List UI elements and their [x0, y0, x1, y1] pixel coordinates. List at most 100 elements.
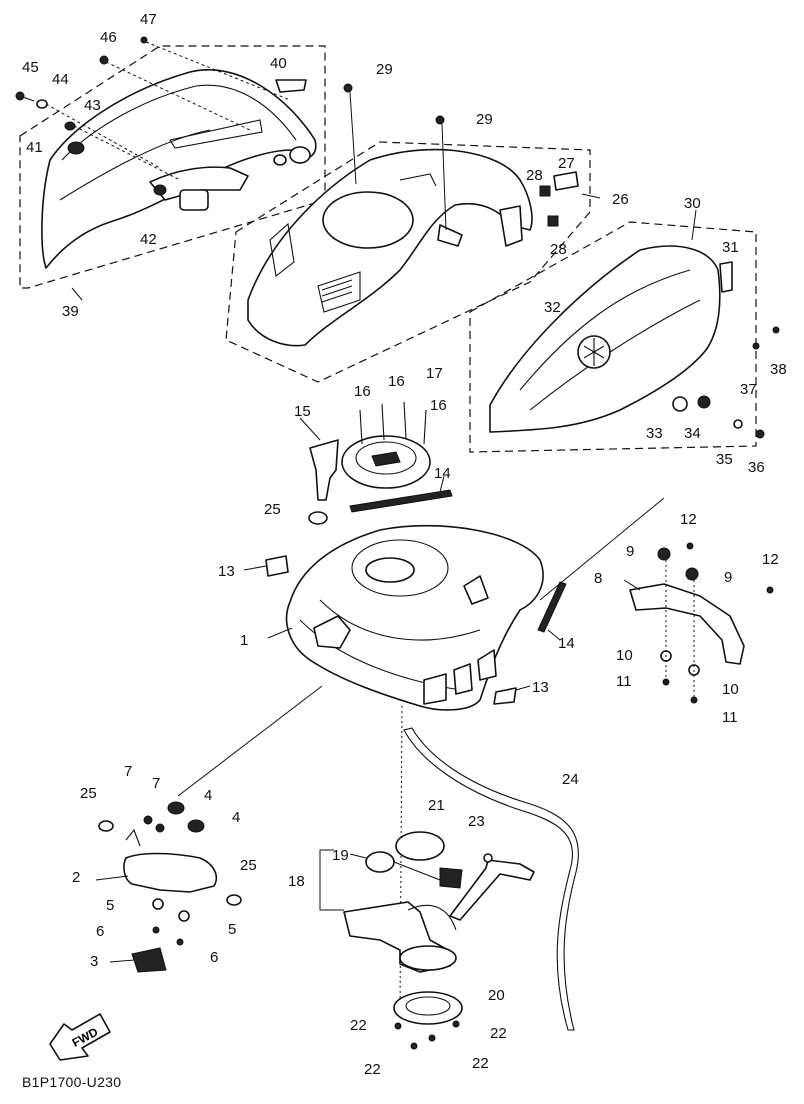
callout-40: 40 [270, 55, 287, 72]
callout-4b: 4 [232, 809, 240, 826]
damper-25b [98, 820, 114, 832]
bolt-6a [152, 926, 160, 934]
callout-13b: 13 [532, 679, 549, 696]
label-13a [265, 555, 289, 577]
callout-29b: 29 [476, 111, 493, 128]
callout-1: 1 [240, 632, 248, 649]
callout-10b: 10 [722, 681, 739, 698]
side-panel-group-30 [469, 221, 780, 453]
callout-33: 33 [646, 425, 663, 442]
bolt-29b [435, 115, 445, 125]
collar-5b [178, 910, 190, 922]
fwd-arrow-shape [49, 1013, 111, 1061]
callout-25c: 25 [240, 857, 257, 874]
grommet-41 [67, 141, 85, 155]
bolt-6b [176, 938, 184, 946]
cover-boss [289, 146, 311, 164]
tank-bracket-2 [123, 852, 218, 893]
callout-27: 27 [558, 155, 575, 172]
filler-opening [322, 191, 414, 249]
damper-9b [685, 567, 699, 581]
fuel-pump-group [319, 831, 463, 1050]
callout-22c: 22 [364, 1061, 381, 1078]
callout-18: 18 [288, 873, 305, 890]
bolt-29a [343, 83, 353, 93]
callout-45: 45 [22, 59, 39, 76]
callout-20: 20 [488, 987, 505, 1004]
tank-bracket-8 [629, 583, 745, 665]
callout-25a: 25 [264, 501, 281, 518]
damper-25a [308, 511, 328, 525]
callout-12b: 12 [762, 551, 779, 568]
collar-5a [152, 898, 164, 910]
callout-9b: 9 [724, 569, 732, 586]
leader-lines [71, 193, 697, 963]
callout-4a: 4 [204, 787, 212, 804]
fuel-hose-23 [449, 859, 535, 921]
callout-31: 31 [722, 239, 739, 256]
grommet-42 [153, 184, 167, 196]
callout-14b: 14 [558, 635, 575, 652]
bolt-36 [755, 429, 765, 439]
cover-bracket [149, 166, 249, 201]
callout-24: 24 [562, 771, 579, 788]
callout-26: 26 [612, 191, 629, 208]
callout-14a: 14 [434, 465, 451, 482]
callout-8: 8 [594, 570, 602, 587]
callout-9a: 9 [626, 543, 634, 560]
callout-34: 34 [684, 425, 701, 442]
callout-5b: 5 [228, 921, 236, 938]
callout-43: 43 [84, 97, 101, 114]
bolt-47 [140, 36, 148, 44]
fwd-arrow: FWD [49, 1013, 111, 1061]
tank-cover-group-26 [225, 83, 591, 383]
callout-25b: 25 [80, 785, 97, 802]
callout-7b: 7 [152, 775, 160, 792]
collar-34 [697, 395, 711, 409]
bolt-12b [766, 586, 774, 594]
diagram-code: B1P1700-U230 [22, 1074, 122, 1090]
bolt-7b [155, 823, 165, 833]
callout-10a: 10 [616, 647, 633, 664]
callout-47: 47 [140, 11, 157, 28]
plate-3 [131, 947, 167, 973]
callout-22b: 22 [490, 1025, 507, 1042]
callout-21: 21 [428, 797, 445, 814]
damper-9a [657, 547, 671, 561]
callout-28a: 28 [526, 167, 543, 184]
tank-bracket [313, 615, 351, 649]
fuel-tank-group [177, 511, 567, 1011]
pump-flange [399, 945, 457, 971]
label-31 [719, 261, 733, 293]
label-27 [553, 171, 579, 191]
ignition-key [309, 439, 339, 501]
callout-6b: 6 [210, 949, 218, 966]
callout-16a: 16 [354, 383, 371, 400]
damper-25c [226, 894, 242, 906]
callout-46: 46 [100, 29, 117, 46]
callout-38: 38 [770, 361, 787, 378]
damper-4a [167, 801, 185, 815]
clip-28a [539, 185, 551, 197]
front-bracket-group [98, 801, 242, 973]
callout-22d: 22 [472, 1055, 489, 1072]
callout-11b: 11 [722, 709, 738, 726]
callout-32: 32 [544, 299, 561, 316]
bolt-11b [690, 696, 698, 704]
fuel-tank [285, 524, 544, 711]
bolt-22b [452, 1020, 460, 1028]
overflow-pipe-24 [403, 727, 579, 1031]
callout-6a: 6 [96, 923, 104, 940]
callout-5a: 5 [106, 897, 114, 914]
label-40 [275, 79, 307, 93]
callout-2: 2 [72, 869, 80, 886]
callout-11a: 11 [616, 673, 632, 690]
collar-43 [64, 121, 76, 131]
grommet-33 [672, 396, 688, 412]
bolt-38 [772, 326, 780, 334]
callout-labels: 1 2 3 4 4 5 5 6 6 7 7 8 9 9 10 10 11 11 … [22, 11, 787, 1078]
cover-group-39 [15, 36, 326, 289]
damper-14a [349, 489, 453, 513]
group-frame-26 [225, 141, 591, 383]
